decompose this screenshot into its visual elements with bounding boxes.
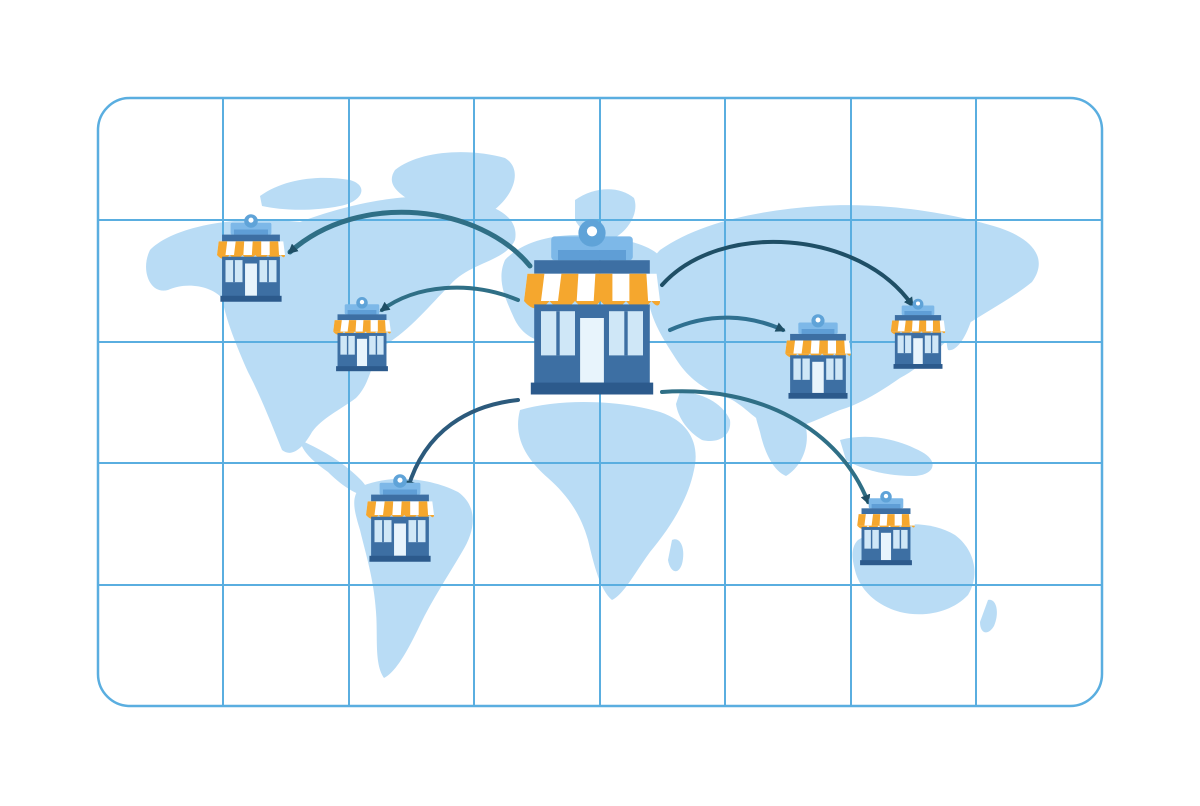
map-grid: [98, 98, 1102, 706]
southeast-asia-islands: [840, 436, 933, 476]
arrow-to-east-asia: [660, 239, 914, 308]
arctic-islands: [260, 177, 362, 210]
arrow-to-north-america-east: [379, 285, 520, 312]
north-america-landmass: [146, 196, 516, 453]
arrow-to-australia: [660, 389, 871, 505]
map-frame-border: [96, 96, 1104, 708]
greenland-landmass: [391, 152, 515, 222]
arabia-landmass: [676, 392, 731, 442]
world-map-land: [146, 152, 1039, 678]
central-america-landmass: [300, 440, 368, 496]
distribution-arrows: [287, 209, 914, 505]
arrow-to-central-asia: [668, 315, 786, 332]
africa-landmass: [518, 401, 696, 600]
arrow-to-north-america-west: [287, 209, 533, 269]
new-zealand-landmass: [980, 599, 997, 633]
asia-landmass: [647, 205, 1039, 429]
arrow-to-south-america: [405, 398, 520, 491]
branch-store-australia-icon: [856, 490, 916, 566]
japan-landmass: [946, 296, 973, 351]
madagascar-landmass: [668, 539, 684, 572]
